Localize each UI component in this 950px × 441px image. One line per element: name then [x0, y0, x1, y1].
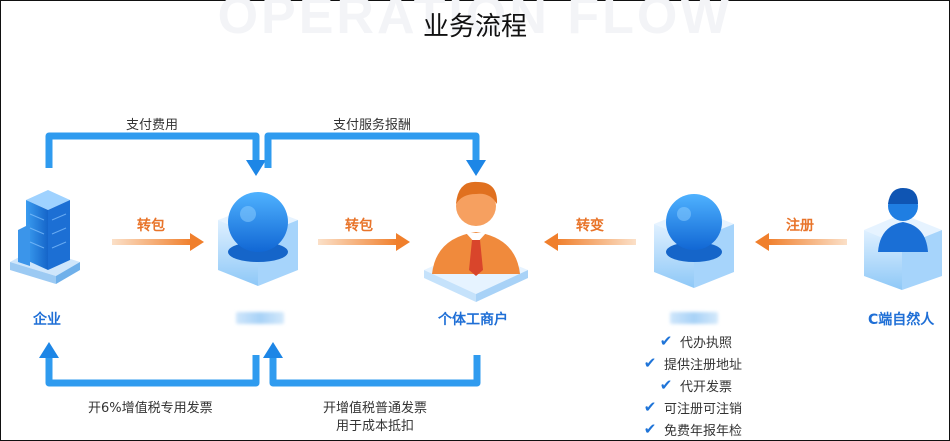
service-item-label: 提供注册地址	[664, 357, 743, 373]
service-item-label: 代开发票	[680, 379, 733, 395]
enterprise-label: 企业	[33, 312, 61, 328]
service-item: ✔ 提供注册地址	[640, 352, 742, 374]
flow-label-person-agent: 注册	[786, 218, 814, 234]
check-icon: ✔	[643, 398, 657, 416]
service-item: ✔ 可注册可注销	[640, 396, 742, 418]
vat-invoice-arrow	[45, 355, 260, 387]
flow-label-enterprise-platform: 转包	[137, 218, 165, 234]
service-item-label: 代办执照	[680, 335, 733, 351]
flow-label-agent-merchant: 转变	[576, 218, 604, 234]
service-item: ✔ 代办执照	[656, 330, 742, 352]
service-item-label: 可注册可注销	[664, 401, 743, 417]
platform-cube-icon	[218, 192, 298, 286]
service-item-label: 免费年报年检	[664, 423, 743, 439]
agent-label-redacted	[670, 312, 718, 324]
flow-label-platform-merchant: 转包	[345, 218, 373, 234]
normal-invoice-label-line1: 开增值税普通发票	[322, 401, 427, 416]
agent-services-list: ✔ 代办执照 ✔ 提供注册地址 ✔ 代开发票 ✔ 可注册可注销 ✔ 免费年报年检	[638, 330, 742, 440]
flow-arrow-enterprise-platform	[112, 233, 204, 251]
vat-invoice-label: 开6%增值税专用发票	[88, 401, 213, 416]
pay-fee-label: 支付费用	[126, 118, 179, 133]
merchant-label: 个体工商户	[438, 312, 508, 328]
service-item: ✔ 代开发票	[656, 374, 742, 396]
background-watermark: OPERATION FLOW	[217, 0, 733, 45]
enterprise-building-icon	[10, 190, 80, 284]
platform-label-redacted	[236, 312, 284, 324]
service-item: ✔ 免费年报年检	[640, 418, 742, 440]
flow-arrow-agent-merchant	[544, 233, 636, 251]
normal-invoice-arrowhead	[263, 342, 283, 358]
flow-arrow-person-agent	[755, 233, 847, 251]
merchant-person-icon	[424, 181, 528, 302]
normal-invoice-label-line2: 用于成本抵扣	[335, 419, 414, 434]
page-title: 业务流程	[422, 12, 527, 42]
normal-invoice-arrow	[269, 355, 481, 387]
vat-invoice-arrowhead	[39, 342, 59, 358]
check-icon: ✔	[643, 354, 657, 372]
check-icon: ✔	[659, 376, 673, 394]
check-icon: ✔	[659, 332, 673, 350]
person-label: C端自然人	[868, 312, 935, 328]
pay-fee-arrowhead	[246, 160, 266, 176]
person-cube-icon	[864, 188, 942, 290]
check-icon: ✔	[643, 420, 657, 438]
agent-cube-icon	[654, 194, 734, 288]
flow-arrow-platform-merchant	[318, 233, 410, 251]
pay-fee-arrow	[45, 132, 260, 168]
pay-service-arrow	[264, 132, 480, 168]
pay-service-arrowhead	[466, 160, 486, 176]
pay-service-label: 支付服务报酬	[333, 118, 412, 133]
